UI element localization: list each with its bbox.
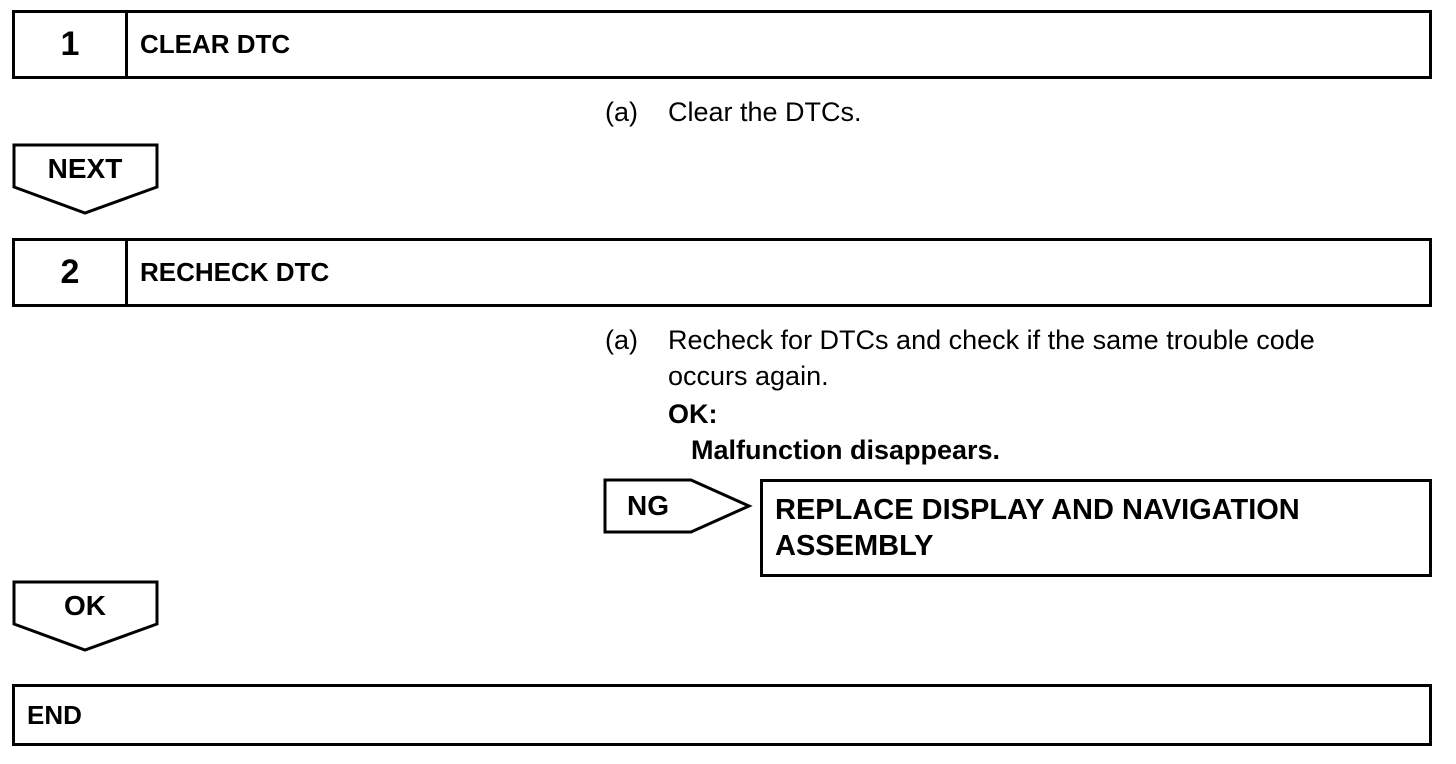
step-2-instruction-line2: occurs again.	[668, 361, 829, 391]
next-arrow: NEXT	[12, 143, 160, 217]
next-arrow-shape	[12, 143, 159, 215]
step-1-title: CLEAR DTC	[140, 29, 291, 59]
step-2-box: 2 RECHECK DTC	[12, 238, 1432, 307]
ok-heading: OK:	[668, 399, 718, 429]
ok-arrow-shape	[12, 580, 159, 652]
ok-arrow: OK	[12, 580, 160, 654]
ok-result: Malfunction disappears.	[691, 435, 1001, 465]
step-2-number: 2	[15, 241, 128, 304]
ng-action-line1: REPLACE DISPLAY AND NAVIGATION	[775, 494, 1300, 526]
step-1-number: 1	[15, 13, 128, 76]
ng-arrow: NG	[603, 478, 753, 536]
step-1-instruction-text: Clear the DTCs.	[668, 97, 862, 127]
ng-action-line2: ASSEMBLY	[775, 530, 934, 562]
ng-action-box: REPLACE DISPLAY AND NAVIGATION ASSEMBLY	[760, 479, 1432, 577]
step-2-instruction-label: (a)	[605, 325, 638, 355]
ng-arrow-shape	[603, 478, 753, 534]
step-2-instruction-line1: Recheck for DTCs and check if the same t…	[668, 325, 1315, 355]
step-2-title: RECHECK DTC	[140, 257, 330, 287]
end-label: END	[27, 699, 82, 730]
end-box: END	[12, 684, 1432, 746]
step-1-instruction-label: (a)	[605, 97, 638, 127]
step-1-box: 1 CLEAR DTC	[12, 10, 1432, 79]
ok-arrow-label: OK	[64, 590, 106, 621]
ng-arrow-label: NG	[627, 490, 669, 521]
next-arrow-label: NEXT	[47, 153, 123, 184]
